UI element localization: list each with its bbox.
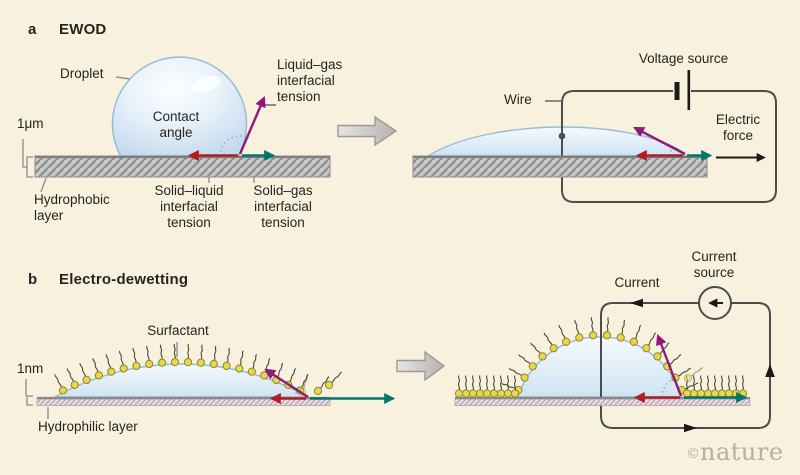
liquid-gas-tension-arrow	[656, 333, 683, 397]
hydrophobic-layer-shape	[34, 155, 331, 178]
hydrophobic-layer-shape-right	[412, 155, 708, 178]
panel-b-right-figure	[454, 286, 775, 433]
panel-a-title: EWOD	[59, 21, 107, 38]
solid-liquid-tension-label: Solid–liquid interfacial tension	[154, 183, 224, 230]
nature-logo: ©nature	[686, 438, 784, 466]
liquid-gas-tension-label: Liquid–gas interfacial tension	[277, 57, 343, 104]
contact-angle-label: Contact angle	[152, 109, 200, 140]
current-direction-arrow-right	[765, 364, 775, 377]
current-label: Current	[614, 275, 660, 290]
battery-icon	[674, 70, 691, 110]
thickness-label-b: 1nm	[17, 361, 44, 376]
panel-a-left-figure	[22, 56, 331, 193]
droplet-highlight	[191, 75, 221, 93]
electric-force-label: Electric force	[715, 112, 761, 143]
contact-angle-arc	[219, 135, 250, 157]
wire-contact-dot	[558, 132, 566, 140]
hydrophilic-layer-label: Hydrophilic layer	[38, 419, 138, 434]
liquid-gas-tension-arrow	[633, 126, 686, 156]
droplet-label: Droplet	[60, 66, 104, 81]
current-direction-arrow-top	[630, 298, 643, 308]
thickness-label-a: 1μm	[17, 116, 44, 131]
transition-arrow-icon	[337, 115, 398, 147]
panel-b-letter: b	[28, 271, 38, 288]
current-source-label: Current source	[691, 249, 737, 280]
current-source-icon	[698, 286, 732, 320]
copyright-symbol: ©	[686, 446, 700, 462]
thickness-bracket-a	[22, 139, 33, 178]
droplet-shape	[111, 56, 248, 157]
flat-droplet-shape	[52, 363, 311, 398]
flattened-droplet-shape	[425, 126, 687, 157]
voltage-source-label: Voltage source	[638, 51, 729, 66]
surfactant-label: Surfactant	[147, 323, 209, 338]
wire-label: Wire	[504, 92, 532, 107]
liquid-gas-tension-arrow	[264, 368, 309, 399]
leader-lines-b-left	[25, 342, 178, 419]
hydrophobic-layer-label: Hydrophobic layer	[34, 192, 110, 223]
hydrophilic-layer-shape	[36, 398, 331, 406]
panel-b-title: Electro-dewetting	[59, 271, 189, 288]
panel-a-letter: a	[28, 21, 37, 38]
voltage-circuit-wire	[561, 90, 777, 203]
thickness-bracket-b	[25, 379, 33, 406]
hydrophilic-layer-shape-right	[454, 398, 751, 406]
nature-wordmark: nature	[700, 438, 784, 466]
transition-arrow-icon	[396, 350, 446, 382]
panel-b-left-figure	[25, 342, 396, 419]
current-direction-arrow-bottom	[684, 423, 697, 433]
solid-gas-tension-label: Solid–gas interfacial tension	[253, 183, 313, 230]
liquid-gas-tension-arrow	[238, 95, 266, 155]
panel-a-right-figure	[412, 70, 777, 203]
